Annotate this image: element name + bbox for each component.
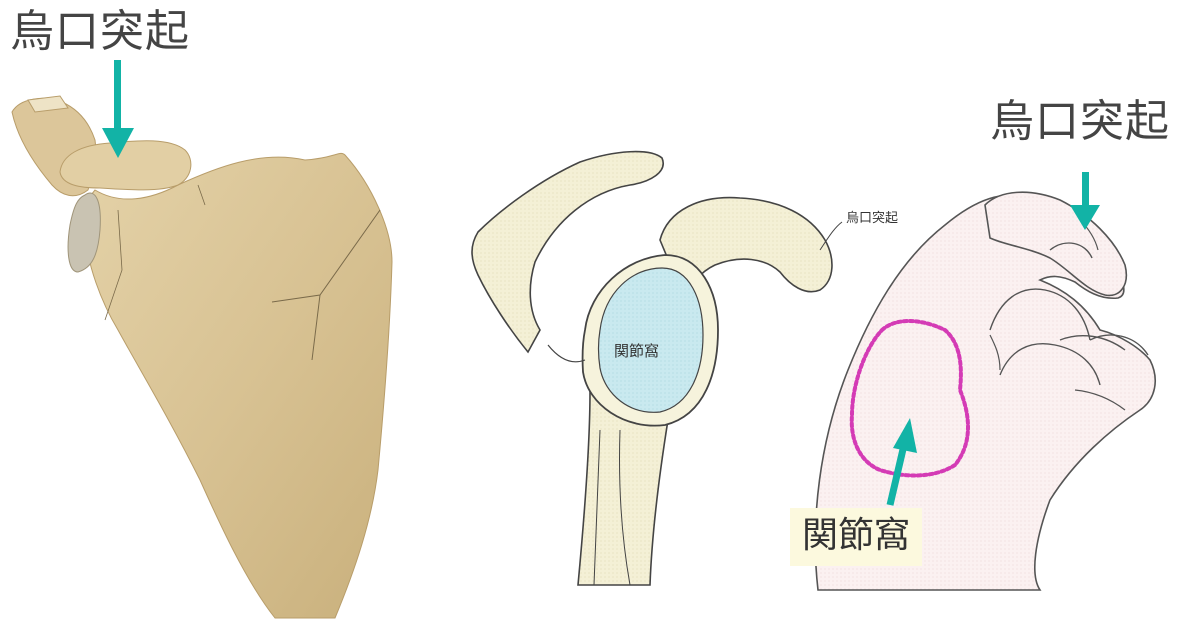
glenoid-label-box: 関節窩 bbox=[790, 508, 922, 566]
glenoid-label-inner: 関節窩 bbox=[614, 344, 659, 359]
coracoid-label-left: 烏口突起 bbox=[10, 10, 190, 54]
scapula-photo bbox=[12, 96, 392, 618]
coracoid-label-right: 烏口突起 bbox=[990, 100, 1170, 144]
scapula-diagram bbox=[472, 152, 842, 585]
coracoid-label-small: 烏口突起 bbox=[846, 212, 898, 225]
